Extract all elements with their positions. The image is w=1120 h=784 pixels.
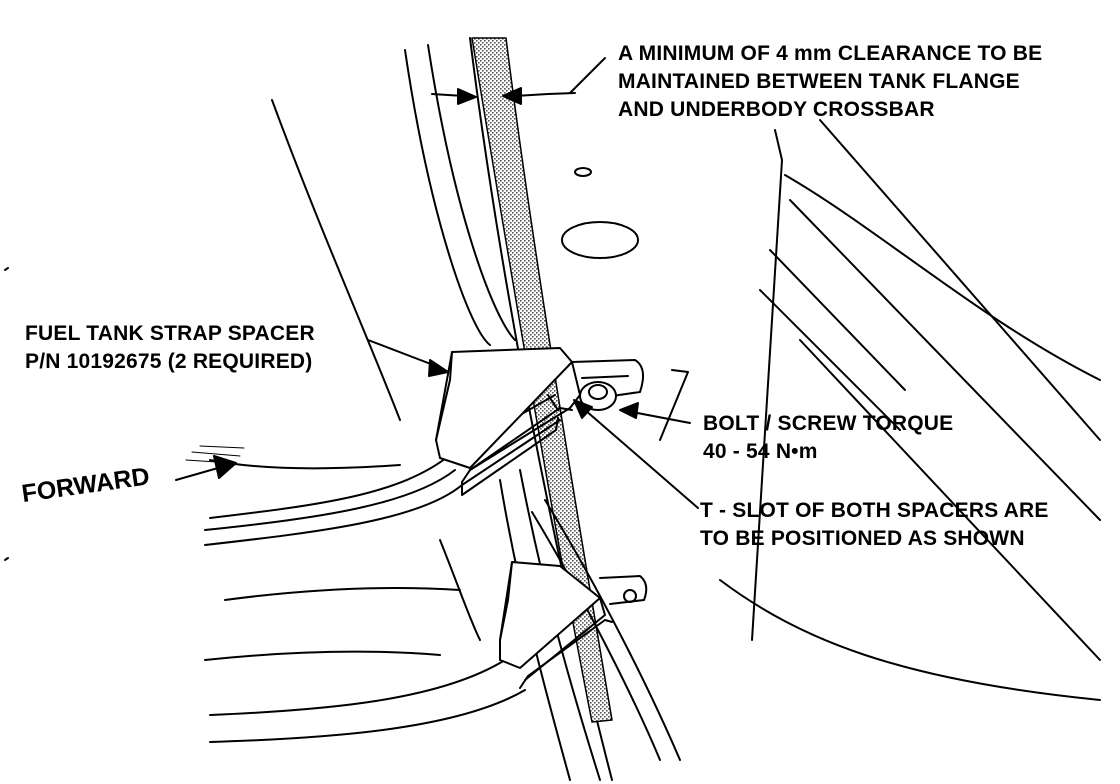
forward-arrow-icon <box>175 445 245 481</box>
bolt-bracket <box>571 359 645 397</box>
clearance-callout-line1: A MINIMUM OF 4 mm CLEARANCE TO BE <box>618 42 1043 65</box>
bolt-torque-callout: BOLT / SCREW TORQUE 40 - 54 N•m <box>703 410 953 466</box>
crossbar-hole-large <box>561 221 639 259</box>
t-slot-line1: T - SLOT OF BOTH SPACERS ARE <box>700 499 1049 522</box>
clearance-callout-line3: AND UNDERBODY CROSSBAR <box>618 98 935 121</box>
underbody-panel <box>659 119 1101 701</box>
spacer-callout-line2: P/N 10192675 (2 REQUIRED) <box>25 350 313 373</box>
spacer-callout: FUEL TANK STRAP SPACER P/N 10192675 (2 R… <box>25 320 315 376</box>
crossbar-hole-small <box>574 167 592 177</box>
clearance-callout-line2: MAINTAINED BETWEEN TANK FLANGE <box>618 70 1020 93</box>
t-slot-line2: TO BE POSITIONED AS SHOWN <box>700 527 1025 550</box>
bolt-icon <box>579 381 617 411</box>
upper-strap-spacer <box>435 347 581 496</box>
lower-fuel-tank-strap <box>209 499 681 761</box>
bolt-torque-line1: BOLT / SCREW TORQUE <box>703 412 954 435</box>
spacer-callout-line1: FUEL TANK STRAP SPACER <box>25 322 315 345</box>
bolt-torque-line2: 40 - 54 N•m <box>703 440 818 463</box>
clearance-callout: A MINIMUM OF 4 mm CLEARANCE TO BE MAINTA… <box>618 40 1042 124</box>
clearance-arrows <box>431 57 606 105</box>
leader-lines <box>367 339 699 509</box>
t-slot-callout: T - SLOT OF BOTH SPACERS ARE TO BE POSIT… <box>700 497 1049 553</box>
lower-strap-spacer <box>499 561 648 689</box>
tank-surface-lines <box>4 99 481 661</box>
